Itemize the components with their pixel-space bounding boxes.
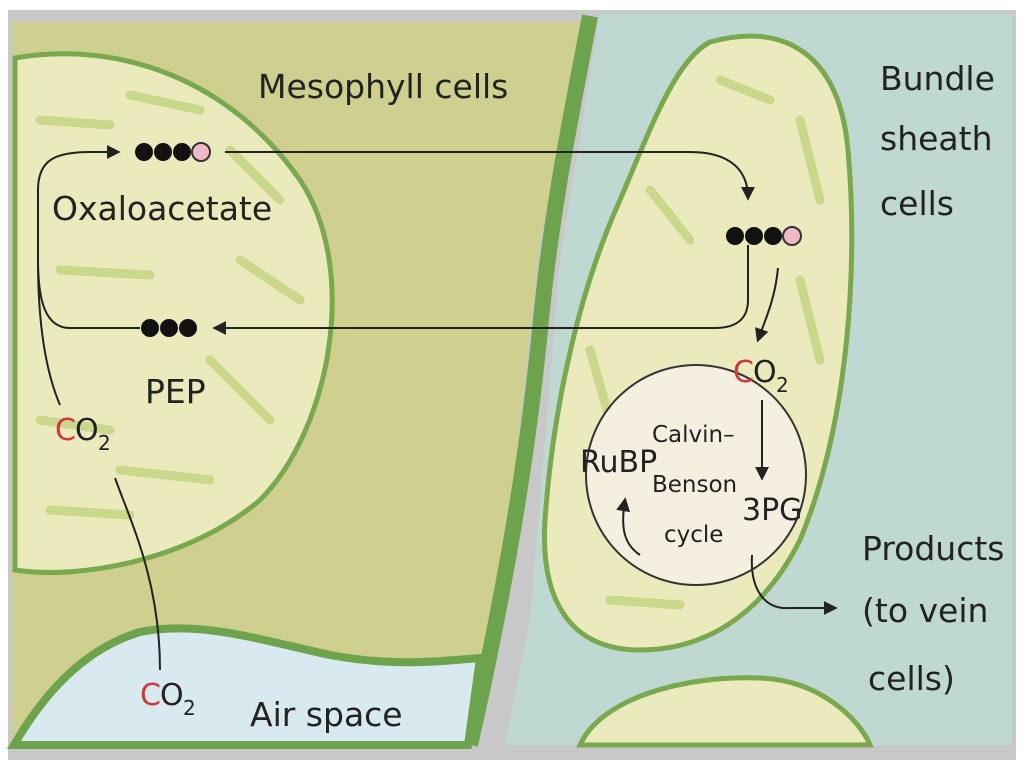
- svg-text:C: C: [733, 355, 754, 390]
- mesophyll-label: Mesophyll cells: [258, 67, 508, 106]
- calvin-cycle-circle: [585, 364, 807, 586]
- products-label-1: Products: [862, 529, 1005, 568]
- cycle-to-rubp-arrow: [616, 497, 641, 556]
- products-export-arrow: [750, 554, 838, 615]
- sheath-four-carbon-molecule: [726, 226, 802, 246]
- co2-air-space: C O 2: [140, 678, 196, 720]
- products-label-2: (to vein: [862, 591, 988, 630]
- oxaloacetate-to-sheath-arrow: [225, 151, 755, 201]
- oxaloacetate-molecule: [135, 142, 211, 162]
- decarboxylation-arrow: [755, 267, 779, 343]
- co2-mesophyll: C O 2: [55, 413, 111, 455]
- 3pg-label: 3PG: [742, 493, 802, 528]
- svg-text:C: C: [55, 413, 76, 448]
- sheath-to-pep-arrow: [212, 245, 749, 335]
- co2-into-loop-arrow: [37, 259, 61, 406]
- svg-text:O: O: [160, 678, 184, 713]
- svg-text:O: O: [753, 355, 777, 390]
- calvin-label-1: Calvin–: [652, 422, 735, 448]
- co2-bundle-sheath: C O 2: [733, 355, 789, 397]
- calvin-label-3: cycle: [664, 522, 723, 548]
- svg-text:C: C: [140, 678, 161, 713]
- bundle-label-3: cells: [880, 184, 954, 223]
- rubp-label: RuBP: [580, 445, 657, 480]
- svg-text:2: 2: [98, 431, 111, 455]
- air-space: [7, 624, 485, 749]
- mesophyll-chloroplasts: [35, 90, 305, 520]
- bundle-label-1: Bundle: [880, 59, 995, 98]
- calvin-label-2: Benson: [652, 472, 737, 498]
- oxaloacetate-label: Oxaloacetate: [52, 189, 272, 228]
- pep-label: PEP: [145, 372, 206, 411]
- lower-cell: [576, 675, 874, 748]
- mesophyll-cell: [12, 51, 335, 575]
- air-co2-to-cell-arrow: [114, 477, 161, 671]
- pep-to-oxaloacetate-arrow: [37, 145, 140, 329]
- cell-wall-boundary: [462, 14, 598, 747]
- products-label-3: cells): [868, 659, 955, 698]
- pep-molecule: [141, 319, 197, 337]
- air-space-label: Air space: [250, 695, 403, 734]
- svg-text:2: 2: [776, 373, 789, 397]
- svg-text:O: O: [75, 413, 99, 448]
- svg-text:2: 2: [183, 696, 196, 720]
- bundle-label-2: sheath: [880, 119, 993, 158]
